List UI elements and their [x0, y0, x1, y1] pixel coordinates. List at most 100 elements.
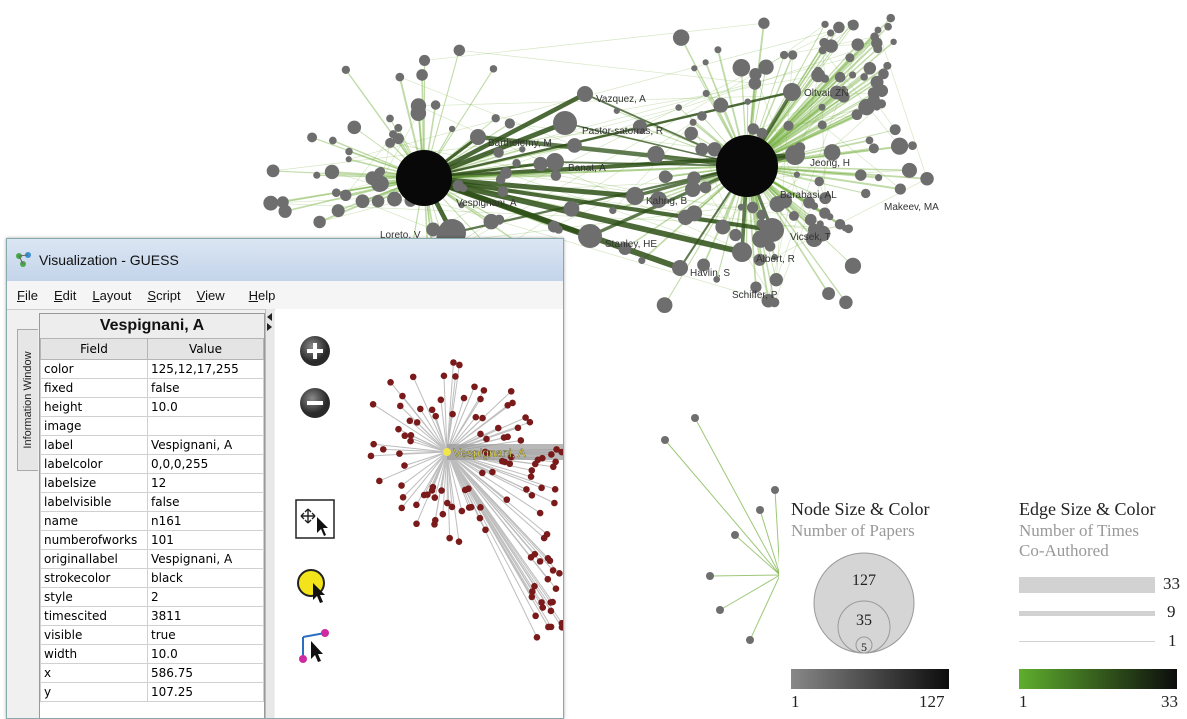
canvas-node[interactable] [396, 450, 403, 457]
canvas-node[interactable] [479, 470, 486, 477]
canvas-node[interactable] [538, 484, 545, 491]
canvas-node[interactable] [450, 359, 457, 366]
zoom-in-icon[interactable] [299, 335, 331, 367]
canvas-node[interactable] [545, 576, 552, 583]
value-cell[interactable]: false [148, 379, 264, 398]
canvas-node[interactable] [553, 446, 560, 453]
value-cell[interactable]: 101 [148, 531, 264, 550]
value-cell[interactable]: 2 [148, 588, 264, 607]
canvas-node[interactable] [537, 510, 544, 517]
column-header-field[interactable]: Field [41, 339, 148, 360]
value-cell[interactable]: Vespignani, A [148, 436, 264, 455]
menu-script[interactable]: Script [147, 288, 180, 303]
value-cell[interactable]: 3811 [148, 607, 264, 626]
value-cell[interactable]: black [148, 569, 264, 588]
canvas-node[interactable] [504, 496, 511, 503]
canvas-node[interactable] [413, 502, 420, 509]
canvas-node[interactable] [446, 535, 453, 542]
expand-arrow-icon[interactable] [267, 323, 272, 331]
value-cell[interactable]: Vespignani, A [148, 550, 264, 569]
canvas-node[interactable] [528, 473, 535, 480]
canvas-node[interactable] [479, 415, 486, 422]
canvas-node[interactable] [482, 527, 489, 534]
canvas-node[interactable] [477, 504, 484, 511]
canvas-node[interactable] [550, 463, 557, 470]
canvas-node[interactable] [461, 395, 468, 402]
canvas-node[interactable] [368, 453, 375, 460]
canvas-node[interactable] [529, 588, 536, 595]
zoom-out-icon[interactable] [299, 387, 331, 419]
canvas-node[interactable] [438, 396, 445, 403]
canvas-node[interactable] [553, 585, 560, 592]
canvas-node[interactable] [531, 551, 538, 558]
canvas-node[interactable] [506, 460, 513, 467]
canvas-node[interactable] [456, 538, 463, 545]
canvas-node[interactable] [429, 407, 436, 414]
canvas-node[interactable] [410, 374, 417, 381]
canvas-node[interactable] [477, 396, 484, 403]
canvas-node[interactable] [452, 373, 459, 380]
menu-view[interactable]: View [197, 288, 225, 303]
canvas-node[interactable] [551, 500, 558, 507]
canvas-node[interactable] [483, 436, 490, 443]
canvas-node[interactable] [477, 431, 484, 438]
canvas-node[interactable] [528, 467, 535, 474]
canvas-node[interactable] [387, 379, 394, 386]
value-cell[interactable]: 0,0,0,255 [148, 455, 264, 474]
value-cell[interactable] [148, 417, 264, 436]
value-cell[interactable]: 10.0 [148, 398, 264, 417]
canvas-node[interactable] [532, 613, 539, 620]
canvas-node[interactable] [495, 425, 502, 432]
canvas-node[interactable] [508, 388, 515, 395]
canvas-node[interactable] [529, 492, 536, 499]
canvas-node[interactable] [477, 515, 484, 522]
canvas-node[interactable] [407, 417, 414, 424]
canvas-node[interactable] [523, 486, 530, 493]
canvas-node[interactable] [473, 414, 480, 421]
table-row[interactable]: image [41, 417, 264, 436]
move-tool-icon[interactable] [295, 499, 335, 539]
selected-node[interactable] [443, 448, 451, 456]
canvas-node[interactable] [552, 486, 559, 493]
menu-file[interactable]: File [17, 288, 38, 303]
information-window-tab[interactable]: Information Window [17, 329, 38, 471]
canvas-node[interactable] [408, 432, 415, 439]
canvas-node[interactable] [429, 487, 436, 494]
canvas-node[interactable] [537, 558, 544, 565]
canvas-node[interactable] [440, 511, 447, 518]
value-cell[interactable]: 125,12,17,255 [148, 360, 264, 379]
canvas-node[interactable] [407, 438, 414, 445]
value-cell[interactable]: n161 [148, 512, 264, 531]
canvas-node[interactable] [527, 419, 534, 426]
menu-layout[interactable]: Layout [92, 288, 131, 303]
menu-help[interactable]: Help [249, 288, 276, 303]
canvas-node[interactable] [548, 608, 555, 615]
canvas-node[interactable] [417, 406, 424, 413]
canvas-node[interactable] [400, 494, 407, 501]
canvas-node[interactable] [370, 441, 377, 448]
canvas-node[interactable] [438, 487, 445, 494]
value-cell[interactable]: 12 [148, 474, 264, 493]
canvas-node[interactable] [556, 570, 563, 577]
canvas-node[interactable] [544, 531, 551, 538]
canvas-node[interactable] [471, 383, 478, 390]
canvas-node[interactable] [545, 555, 552, 562]
canvas-node[interactable] [532, 461, 539, 468]
value-cell[interactable]: 10.0 [148, 645, 264, 664]
value-cell[interactable]: false [148, 493, 264, 512]
canvas-node[interactable] [548, 451, 555, 458]
canvas-node[interactable] [539, 455, 546, 462]
panel-splitter[interactable] [265, 309, 274, 718]
